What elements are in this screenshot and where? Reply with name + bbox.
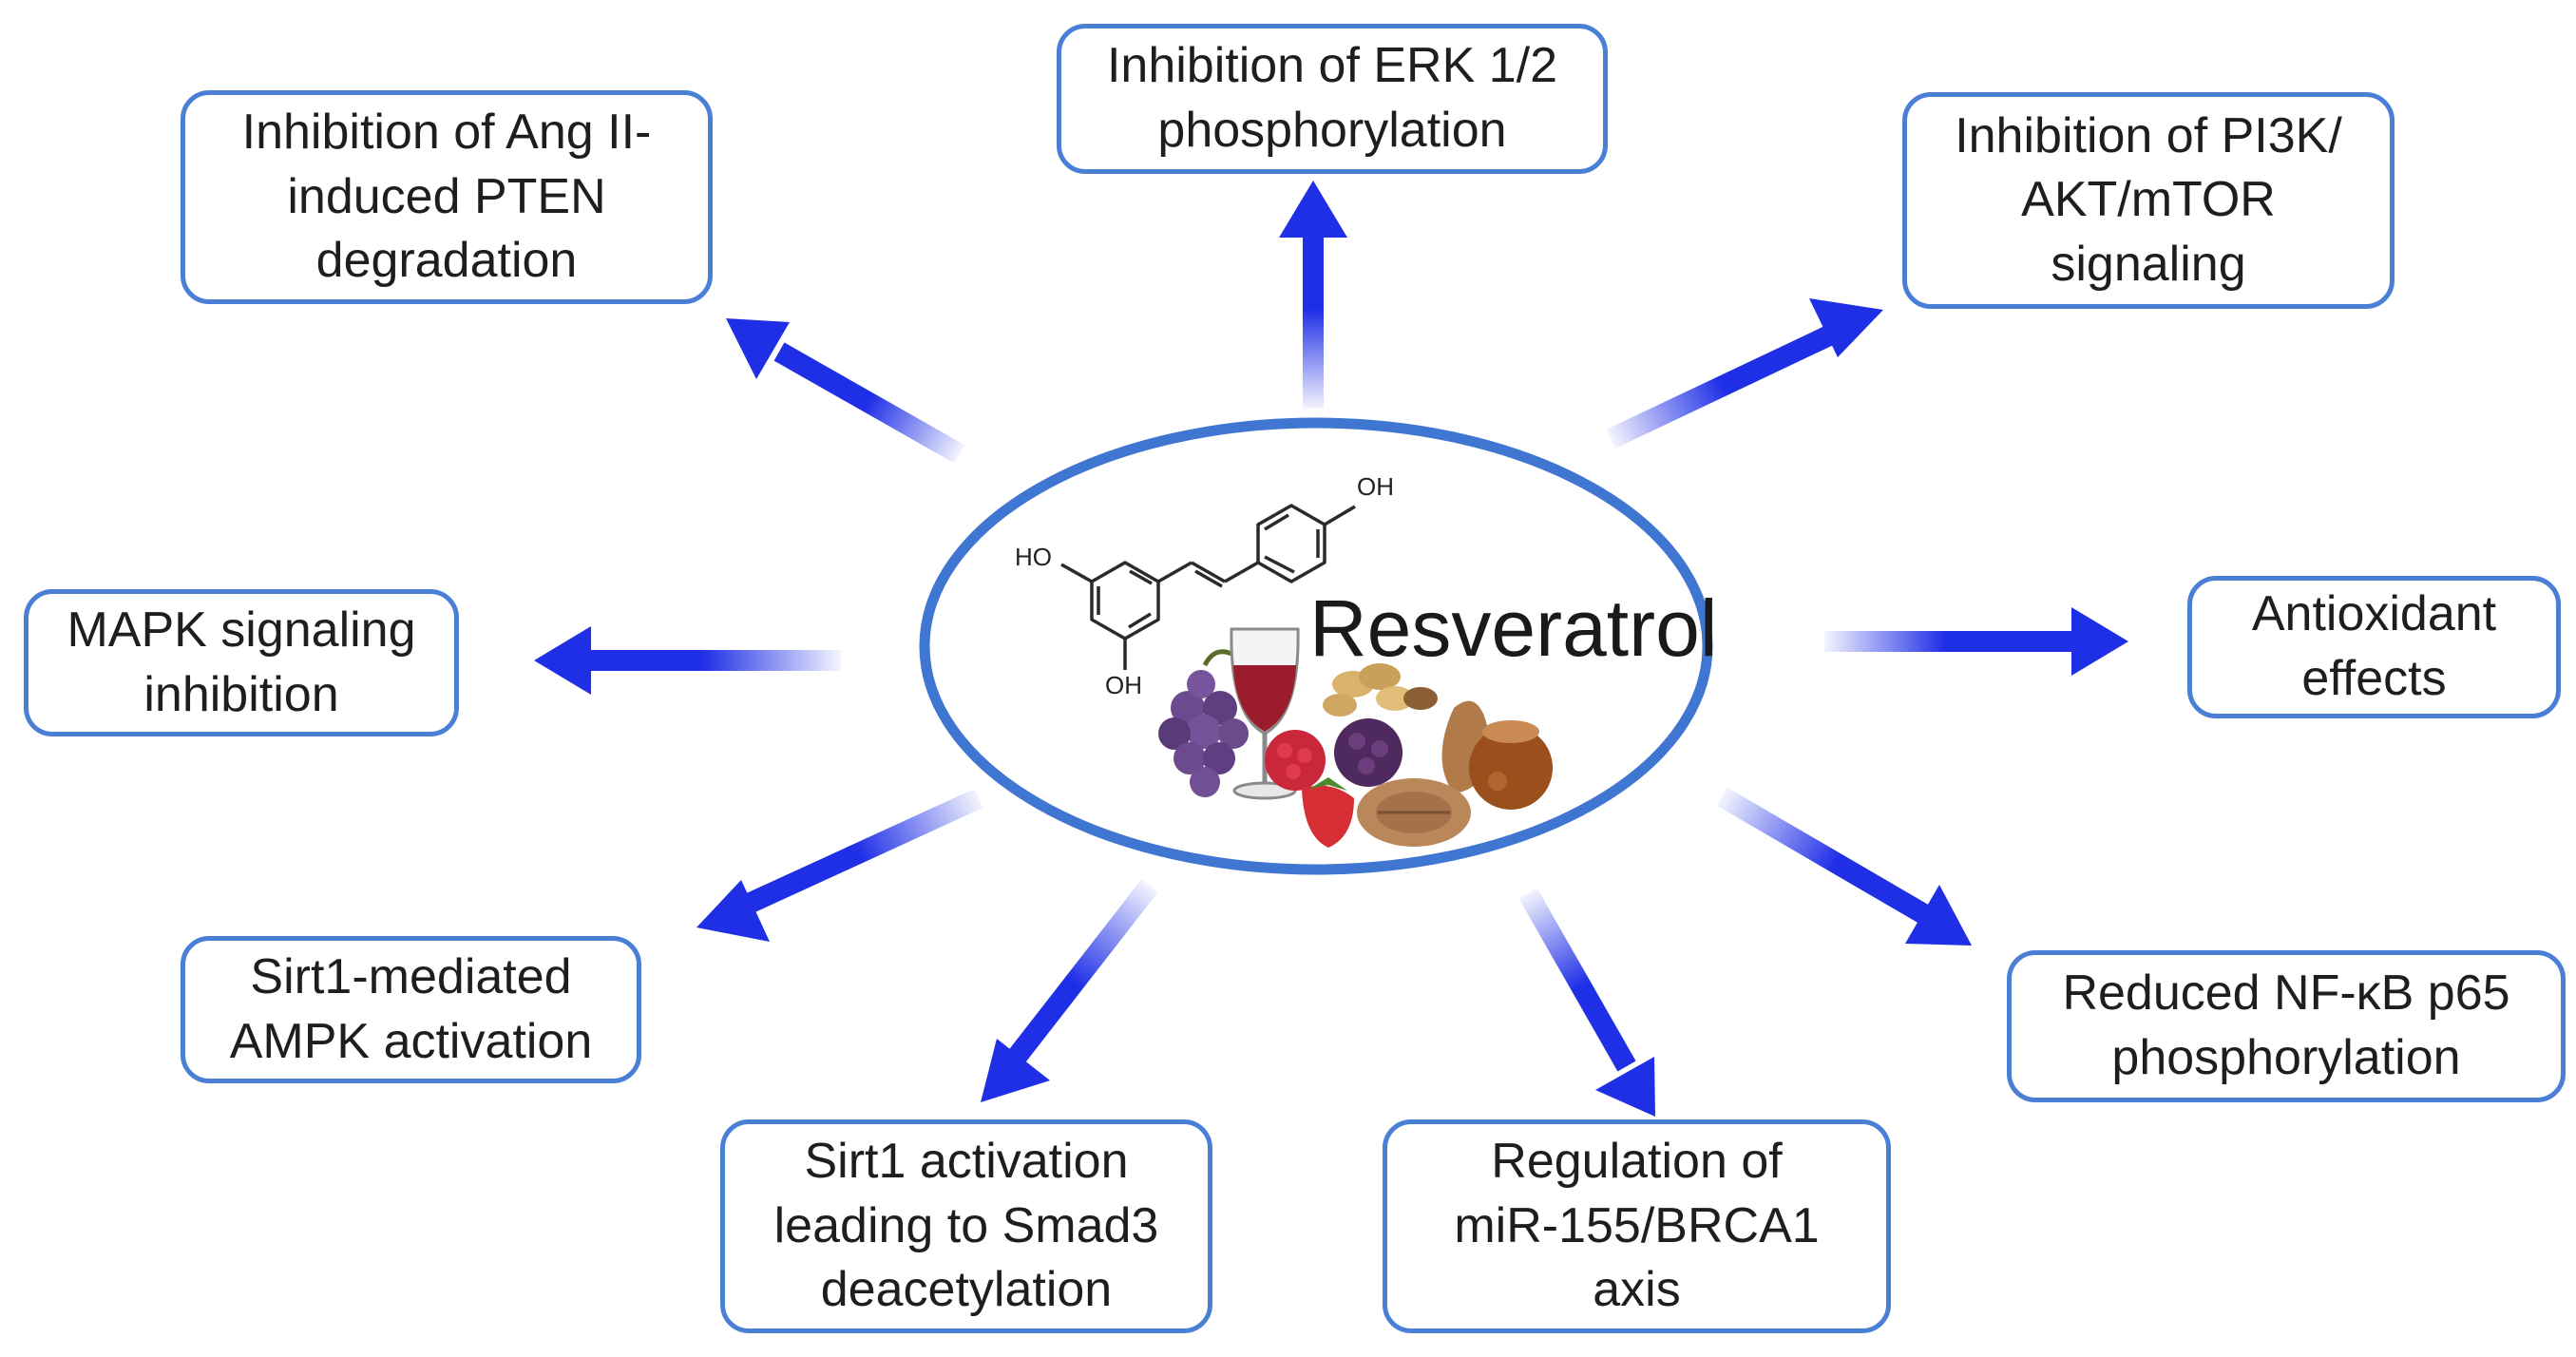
arrow-to-nfkb xyxy=(1716,787,1972,946)
effect-line: Regulation of xyxy=(1491,1134,1783,1190)
effect-box-smad3: Sirt1 activation leading to Smad3 deacet… xyxy=(720,1119,1212,1333)
effect-line: deacetylation xyxy=(820,1262,1113,1318)
effect-line: Inhibition of ERK 1/2 xyxy=(1106,38,1558,94)
effect-box-erk: Inhibition of ERK 1/2 phosphorylation xyxy=(1057,24,1608,174)
effect-line: Reduced NF-κB p65 xyxy=(2062,965,2510,1022)
effect-line: AKT/mTOR xyxy=(2021,172,2276,228)
effect-line: miR-155/BRCA1 xyxy=(1454,1197,1820,1253)
effect-box-mapk: MAPK signaling inhibition xyxy=(24,589,459,736)
oh-label-bottom: OH xyxy=(1105,671,1142,699)
effect-box-antioxidant: Antioxidant effects xyxy=(2187,576,2561,718)
effect-box-ang-ii-pten: Inhibition of Ang II- induced PTEN degra… xyxy=(181,90,713,304)
effect-line: Sirt1 activation xyxy=(804,1134,1129,1190)
effect-line: leading to Smad3 xyxy=(773,1197,1159,1253)
effect-line: effects xyxy=(2301,651,2447,706)
effect-line: Inhibition of Ang II- xyxy=(241,105,652,161)
effect-line: induced PTEN xyxy=(287,168,606,224)
effect-box-nfkb: Reduced NF-κB p65 phosphorylation xyxy=(2007,950,2566,1102)
hazelnut-icon xyxy=(1469,720,1553,810)
wine-glass-icon xyxy=(1230,627,1300,800)
strawberry-icon xyxy=(1302,777,1354,848)
grapes-icon xyxy=(1158,649,1249,797)
effect-line: axis xyxy=(1593,1262,1681,1318)
effect-line: MAPK signaling xyxy=(67,602,416,658)
effect-line: AMPK activation xyxy=(229,1013,593,1069)
effect-box-ampk: Sirt1-mediated AMPK activation xyxy=(181,936,641,1083)
oh-label-top: OH xyxy=(1357,472,1394,501)
effect-line: signaling xyxy=(2051,236,2246,292)
effect-line: Antioxidant xyxy=(2251,586,2497,642)
oh-label-left: HO xyxy=(1015,543,1052,571)
effect-box-pi3k: Inhibition of PI3K/ AKT/mTOR signaling xyxy=(1902,92,2395,309)
resveratrol-title: Resveratrol xyxy=(1309,583,1717,673)
arrow-to-mapk xyxy=(534,626,841,695)
arrow-to-ang-ii xyxy=(726,318,965,464)
blackberry-icon xyxy=(1334,718,1402,787)
arrow-to-erk xyxy=(1279,181,1347,409)
arrow-to-antioxidant xyxy=(1824,607,2128,676)
arrow-to-mir155 xyxy=(1518,888,1655,1117)
effect-line: degradation xyxy=(315,233,578,289)
arrow-to-smad3 xyxy=(981,879,1158,1102)
arrow-to-ampk xyxy=(696,789,983,942)
nuts-icon xyxy=(1323,663,1438,717)
resveratrol-structure xyxy=(1060,504,1356,670)
raspberry-icon xyxy=(1265,730,1326,791)
effect-box-mir155: Regulation of miR-155/BRCA1 axis xyxy=(1383,1119,1891,1333)
effect-line: Sirt1-mediated xyxy=(250,948,572,1004)
effect-line: phosphorylation xyxy=(1157,103,1507,158)
effect-line: inhibition xyxy=(143,666,339,722)
effect-line: phosphorylation xyxy=(2111,1030,2461,1085)
arrow-to-pi3k xyxy=(1606,298,1883,449)
effect-line: Inhibition of PI3K/ xyxy=(1955,107,2342,163)
walnut-icon xyxy=(1357,778,1471,847)
